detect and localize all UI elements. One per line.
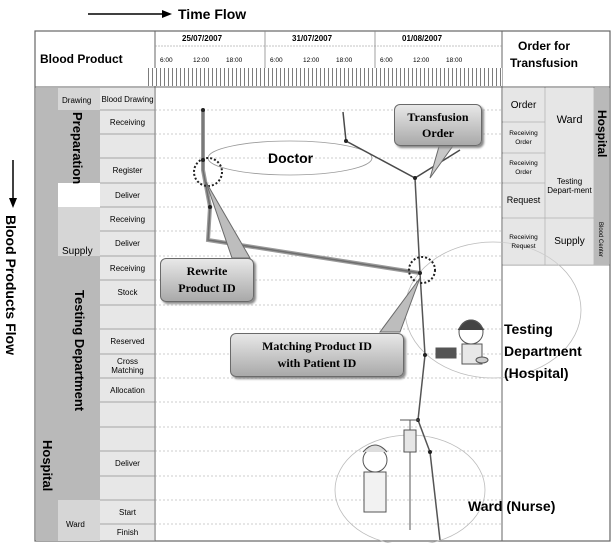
stage-receiving: Receiving <box>109 263 146 273</box>
ward-cell: Ward <box>556 114 583 126</box>
order-for-transfusion-header: Order for Transfusion <box>510 39 579 70</box>
stage-column <box>100 88 155 541</box>
rewrite-product-id-callout: Rewrite Product ID <box>160 258 254 302</box>
hospital-label: Hospital <box>40 440 55 492</box>
hour-label: 18:00 <box>446 57 463 64</box>
testing-department-cell: Testing Depart-ment <box>547 176 592 195</box>
hour-label: 12:00 <box>303 57 320 64</box>
order-cell: Order <box>510 99 537 111</box>
hour-label: 6:00 <box>380 57 393 64</box>
right-table-bg <box>503 88 594 265</box>
receiving-request-cell: Receiving Request <box>509 233 538 250</box>
stage-receiving: Receiving <box>109 214 146 224</box>
stage-deliver: Deliver <box>115 239 140 248</box>
testing-department-group <box>58 256 100 500</box>
stage-cross-matching: Cross Matching <box>111 357 144 375</box>
date-label: 01/08/2007 <box>402 34 443 43</box>
transfusion-order-callout: Transfusion Order <box>394 104 482 146</box>
time-flow-title: Time Flow <box>178 6 247 22</box>
supply-label: Supply <box>62 246 93 257</box>
drawing-group <box>58 88 100 110</box>
supply-group <box>58 207 100 256</box>
preparation-group <box>58 110 100 183</box>
hour-label: 6:00 <box>270 57 283 64</box>
blood-product-header: Blood Product <box>40 52 123 66</box>
receiving-order-cell: Receiving Order <box>509 129 538 146</box>
testing-department-hospital-label: Testing Department (Hospital) <box>504 321 582 381</box>
blood-products-flow-title: Blood Products Flow <box>3 215 19 355</box>
stage-reserved: Reserved <box>110 337 145 346</box>
hour-label: 6:00 <box>160 57 173 64</box>
stage-deliver: Deliver <box>115 190 140 200</box>
ward-label: Ward <box>66 520 85 529</box>
blood-center-label: Blood Center <box>597 222 603 258</box>
hour-label: 12:00 <box>193 57 210 64</box>
stage-stock: Stock <box>117 288 138 297</box>
stage-register: Register <box>112 166 143 175</box>
stage-deliver: Deliver <box>115 459 140 468</box>
testing-department-label: Testing Department <box>72 290 87 412</box>
hospital-column <box>36 88 58 541</box>
doctor-label: Doctor <box>268 150 314 166</box>
stage-receiving: Receiving <box>109 117 146 127</box>
stage-start: Start <box>119 507 136 517</box>
hour-label: 18:00 <box>336 57 353 64</box>
receiving-order-cell: Receiving Order <box>509 160 538 176</box>
stage-allocation: Allocation <box>110 385 145 395</box>
ward-group <box>58 500 100 541</box>
hour-label: 12:00 <box>413 57 430 64</box>
date-label: 31/07/2007 <box>292 34 333 43</box>
hospital-right-label: Hospital <box>595 110 609 158</box>
drawing-label: Drawing <box>62 96 92 105</box>
ward-nurse-label: Ward (Nurse) <box>468 498 556 514</box>
hour-label: 18:00 <box>226 57 243 64</box>
date-label: 25/07/2007 <box>182 34 223 43</box>
timeline-ticks <box>148 68 502 86</box>
stage-finish: Finish <box>116 528 139 537</box>
supply-cell: Supply <box>554 236 585 247</box>
request-cell: Request <box>506 195 541 205</box>
hospital-right-column <box>594 88 609 265</box>
matching-product-id-callout: Matching Product ID with Patient ID <box>230 333 404 377</box>
stage-blood-drawing: Blood Drawing <box>101 94 154 104</box>
preparation-label: Preparation <box>70 112 85 185</box>
